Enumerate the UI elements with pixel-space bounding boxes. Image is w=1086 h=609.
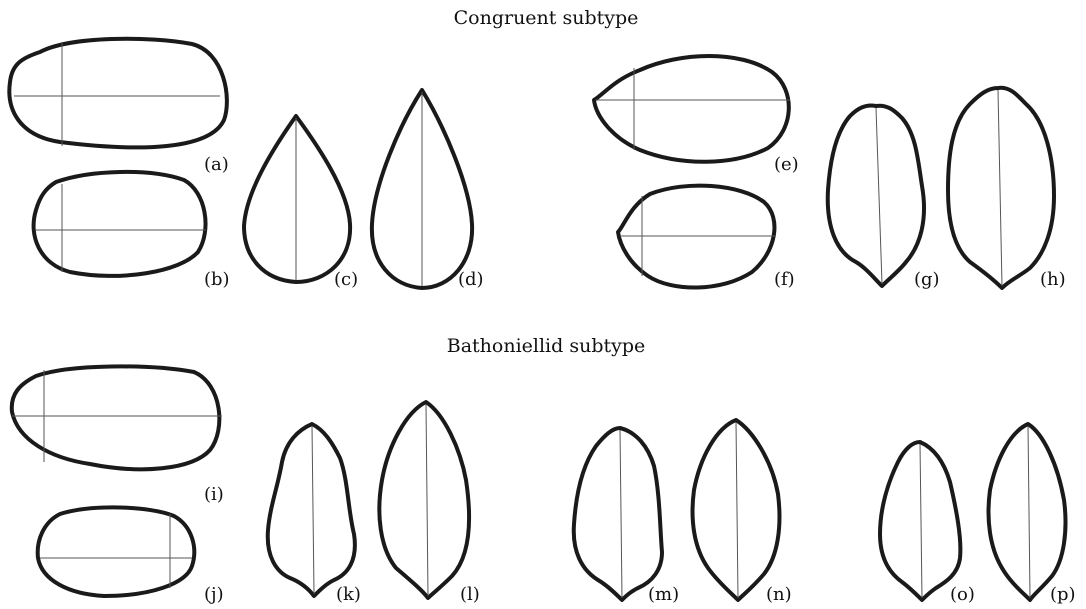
- outline-b: [34, 172, 206, 276]
- label-o: (o): [950, 584, 975, 605]
- label-f: (f): [774, 269, 795, 290]
- label-d: (d): [458, 269, 484, 290]
- outline-i: [12, 366, 222, 469]
- outline-d: [372, 90, 472, 288]
- outline-p: [989, 424, 1066, 600]
- label-p: (p): [1050, 584, 1076, 605]
- outline-n: [693, 420, 780, 600]
- label-g: (g): [914, 269, 940, 290]
- heading-congruent-subtype: Congruent subtype: [454, 7, 639, 29]
- heading-bathoniellid-subtype: Bathoniellid subtype: [447, 335, 646, 357]
- outline-f: [618, 186, 776, 288]
- label-a: (a): [204, 154, 229, 175]
- label-j: (j): [204, 584, 224, 605]
- label-c: (c): [334, 269, 358, 290]
- outline-l: [379, 402, 469, 598]
- label-e: (e): [774, 154, 799, 175]
- outline-m: [574, 428, 662, 600]
- label-m: (m): [648, 584, 679, 605]
- label-l: (l): [460, 584, 480, 605]
- label-k: (k): [336, 584, 361, 605]
- outline-h: [948, 88, 1054, 288]
- label-i: (i): [204, 484, 224, 505]
- label-n: (n): [766, 584, 792, 605]
- outline-g: [828, 105, 924, 286]
- label-h: (h): [1040, 269, 1066, 290]
- outline-c: [244, 116, 350, 282]
- outline-j: [38, 507, 195, 596]
- label-b: (b): [204, 269, 230, 290]
- outline-a: [9, 39, 227, 148]
- outline-o: [880, 442, 960, 600]
- outline-k: [268, 424, 355, 596]
- outline-e: [594, 56, 790, 162]
